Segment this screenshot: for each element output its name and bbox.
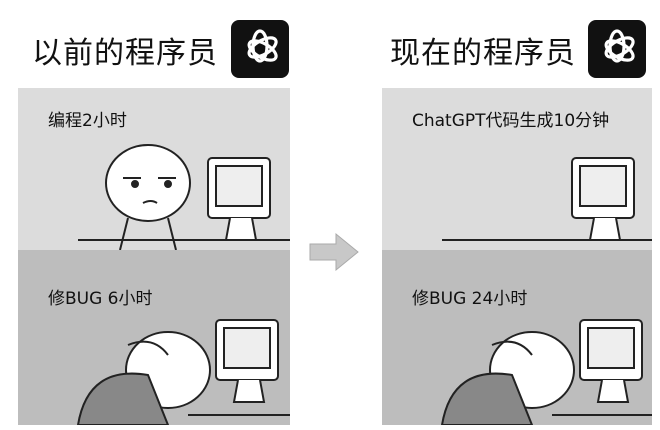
caption-coding-time: 编程2小时 xyxy=(48,111,127,131)
panel-debugging-now: 修BUG 24小时 xyxy=(382,250,652,425)
title-now: 现在的程序员 xyxy=(390,36,576,71)
panel-now: ChatGPT代码生成10分钟 修BUG 24小时 xyxy=(382,88,652,425)
programmer-coding-illustration xyxy=(78,144,290,250)
caption-chatgpt-time: ChatGPT代码生成10分钟 xyxy=(412,111,610,131)
caption-debug-time-now: 修BUG 24小时 xyxy=(412,289,528,309)
panel-debugging: 修BUG 6小时 xyxy=(18,250,290,425)
panel-before: 编程2小时 修BUG 6小时 xyxy=(18,88,290,425)
arrow-right-icon xyxy=(309,232,359,272)
empty-desk-illustration xyxy=(442,157,652,241)
programmer-facepalm-illustration xyxy=(76,319,290,425)
panel-coding: 编程2小时 xyxy=(18,88,290,250)
title-before: 以前的程序员 xyxy=(32,36,218,71)
caption-debug-time: 修BUG 6小时 xyxy=(48,289,153,309)
panel-chatgpt: ChatGPT代码生成10分钟 xyxy=(382,88,652,250)
openai-logo-icon xyxy=(588,20,646,78)
openai-logo-icon xyxy=(231,20,289,78)
programmer-facepalm-illustration xyxy=(440,319,652,425)
